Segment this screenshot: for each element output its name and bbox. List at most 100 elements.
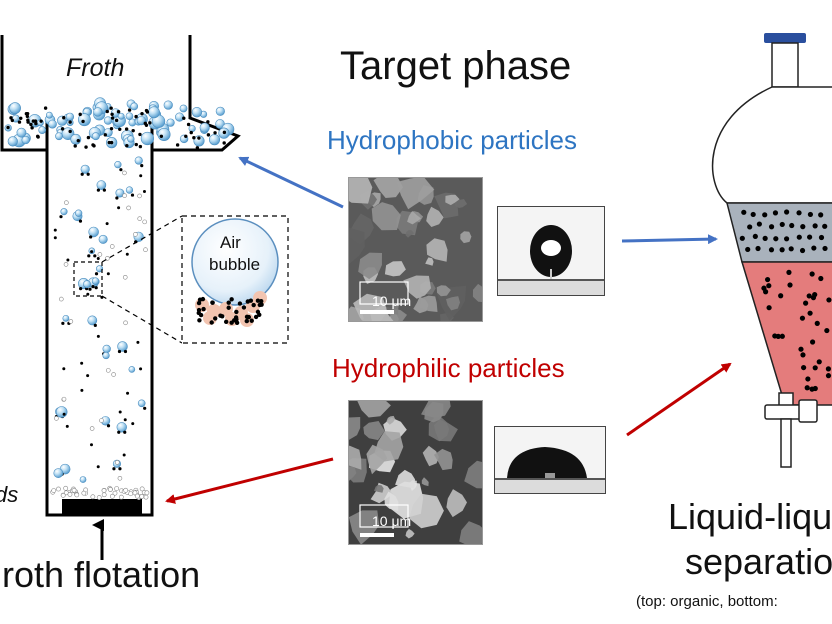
froth-particle [86,135,91,140]
froth-bubble [9,102,21,114]
free-particle [96,465,100,469]
sem-grain [433,419,450,442]
free-particle [65,424,69,428]
attached-particle [244,314,250,320]
sem-grain [472,283,482,303]
free-particle [96,256,100,260]
aqueous-particle [787,282,793,288]
froth-bubble [48,119,57,129]
attached-particle [213,316,218,321]
funnel-upper-body [711,86,832,204]
organic-particle [783,236,790,242]
froth-particle [182,116,186,120]
froth-particle [175,143,180,147]
organic-particle [818,234,825,241]
froth-particle [9,116,13,120]
sem-grain [357,401,391,418]
rising-bubble [102,344,111,354]
rising-bubble [60,208,68,216]
attached-particle [112,467,116,471]
free-particle [53,228,57,232]
aqueous-particle [806,293,812,299]
hydrophilic-particle [109,244,115,249]
froth-particle [116,110,121,114]
attached-particle [93,254,97,258]
sem-texture-hydrophobic [349,178,482,321]
froth-bubble [140,131,155,146]
scale-bar-label-bottom: 10 μm [372,513,412,529]
organic-particle [762,235,768,241]
free-particle [80,388,84,392]
attached-particle [201,306,206,312]
organic-particle [811,245,817,251]
froth-particle [192,136,196,140]
froth-particle [109,140,114,145]
rising-bubble [79,476,87,483]
attached-particle [244,318,250,324]
froth-particle [125,144,129,148]
organic-particle [741,209,747,215]
sem-grain [407,211,422,225]
sem-grain [405,528,415,539]
organic-particle [773,236,779,242]
froth-bubbles [4,97,235,150]
aqueous-particle [801,364,807,371]
froth-particle [134,142,138,147]
hydrophilic-particle [137,216,142,221]
froth-particle [84,145,88,149]
froth-bubble [175,112,185,122]
attached-particle [226,305,231,310]
froth-particle [34,121,38,126]
froth-bubble [70,133,82,145]
froth-particle [118,127,122,132]
hydrophilic-particle [123,320,128,326]
froth-particle [140,112,144,116]
attached-particle [119,168,123,172]
settled-particle [56,486,61,492]
attached-particle [117,430,121,434]
froth-particle [189,130,193,135]
free-particle [86,374,90,378]
settled-particle [143,494,149,500]
attached-particle [196,300,202,306]
sem-grain [446,489,467,518]
rising-bubble [125,186,134,194]
sem-grain [371,202,401,231]
attached-particle [94,272,99,276]
sem-grain [349,178,373,204]
aqueous-particle [764,276,771,283]
left-partial-label: ds [0,482,19,507]
hydrophilic-label: Hydrophilic particles [332,353,565,383]
attached-particle [241,305,247,310]
liquid-liquid-label-line1: Liquid-liqu [668,496,832,537]
aqueous-particle [826,297,832,303]
organic-phase [726,202,832,263]
organic-particle [756,221,762,227]
sem-grain [374,484,384,493]
froth-particle [73,144,77,148]
froth-bubble [117,112,125,120]
sem-grain [426,206,444,227]
free-particle [96,334,100,338]
hydrophilic-particle [63,262,69,267]
aqueous-particle [786,269,792,275]
froth-bubble [127,135,135,143]
hydrophilic-particle [133,232,138,237]
froth-particle [134,114,138,119]
attached-particle [88,287,92,291]
froth-particle [76,138,80,143]
sem-grain [403,275,431,299]
rising-bubble [62,314,70,322]
free-particle [89,443,93,447]
attached-particle [106,424,111,428]
froth-particle [103,133,108,137]
hydrophobic-to-froth-arrow [238,156,344,209]
sem-grain [395,469,415,489]
sem-grain [409,493,444,529]
free-particle [122,453,126,457]
free-particle [125,252,129,256]
froth-particle [124,127,129,131]
sem-grain [386,415,396,425]
droplet-hydrophilic [495,427,605,493]
aqueous-particle [799,315,806,321]
